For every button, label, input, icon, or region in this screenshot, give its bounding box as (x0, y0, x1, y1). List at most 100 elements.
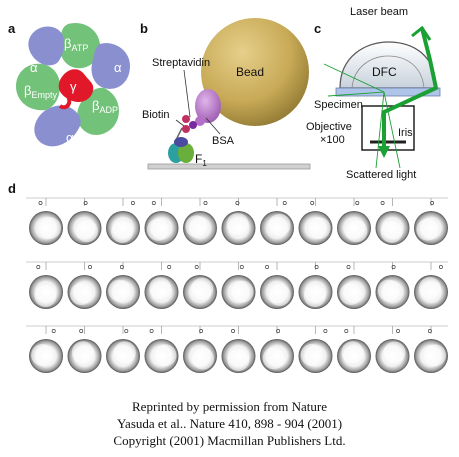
frame-marker (310, 201, 315, 205)
streptavidin-leader (183, 69, 191, 118)
bead-frame-highlight (423, 344, 446, 367)
bead-frame-highlight (146, 218, 169, 241)
frame-marker (199, 329, 204, 333)
frame-marker (83, 201, 88, 205)
frame-marker (282, 201, 287, 205)
label-alpha-bottom: α (66, 130, 74, 145)
frame-marker (149, 329, 154, 333)
bead-frame-highlight (339, 283, 362, 306)
panel-letter-d: d (8, 181, 16, 196)
frame-marker (276, 329, 281, 333)
scattered-ray-1 (323, 63, 385, 93)
bead-frame-highlight (75, 220, 98, 243)
frame-marker (427, 329, 432, 333)
bead-frame-highlight (380, 220, 403, 243)
streptavidin-dot-1 (182, 115, 190, 123)
label-magnification: ×100 (320, 134, 345, 146)
panel-b: b Bead BSA Streptavidin Biotin F1 (140, 18, 311, 170)
caption-line-1: Reprinted by permission from Nature (132, 399, 327, 414)
bsa-blob (195, 116, 205, 126)
frame-marker (346, 265, 351, 269)
bead-frame-highlight (113, 341, 136, 364)
bead-frame-highlight (108, 279, 131, 302)
bead-frame-highlight (185, 215, 208, 238)
frame-marker (203, 201, 208, 205)
label-objective: Objective (306, 121, 352, 133)
label-alpha-left: α (30, 60, 38, 75)
frame-marker (323, 329, 328, 333)
frame-marker (430, 201, 435, 205)
bead-frame-highlight (300, 343, 323, 366)
bead-frame-highlight (262, 347, 285, 370)
caption-line-2: Yasuda et al.. Nature 410, 898 - 904 (20… (116, 416, 343, 431)
panel-d: d (8, 181, 448, 373)
gamma-tail (58, 95, 72, 110)
label-laser-beam: Laser beam (350, 6, 408, 18)
bead-frame-highlight (31, 343, 54, 366)
beta-empty-subunit (16, 63, 60, 111)
specimen-slide (335, 87, 441, 97)
bead-image-sequence (26, 197, 448, 373)
bead-frame-highlight (70, 283, 93, 306)
frame-marker (38, 201, 43, 205)
bead-frame-highlight (345, 220, 368, 243)
bead-frame-highlight (226, 213, 249, 236)
frame-marker (151, 201, 156, 205)
f1-part-blue (174, 137, 188, 147)
label-beta-adp: βADP (92, 98, 118, 115)
label-biotin: Biotin (142, 109, 170, 121)
label-bead: Bead (236, 65, 264, 79)
frame-marker (235, 201, 240, 205)
label-specimen: Specimen (314, 99, 363, 111)
frame-marker (239, 265, 244, 269)
streptavidin-dot-3 (182, 125, 190, 133)
scattered-ray-3 (375, 91, 385, 169)
bead-frame-highlight (268, 283, 291, 306)
gamma-subunit (58, 69, 94, 102)
dfc-inner (351, 55, 425, 89)
alpha-subunit-bottom (34, 105, 81, 147)
label-alpha-right: α (114, 60, 122, 75)
label-beta-atp: βATP (64, 36, 88, 53)
panel-a: a βATP α α βEmpty βADP α γ (8, 21, 130, 147)
panel-letter-c: c (314, 21, 321, 36)
frame-marker (265, 265, 270, 269)
label-beta-empty: βEmpty (24, 83, 57, 100)
alpha-subunit-left (28, 26, 65, 66)
frame-marker (231, 329, 235, 333)
bead-frame-highlight (416, 218, 439, 241)
bsa-leader (205, 117, 221, 135)
laser-down-arrowhead (378, 146, 390, 158)
bead-frame-highlight (149, 277, 172, 300)
bead-frame-highlight (227, 348, 250, 371)
frame-marker (130, 201, 135, 205)
frame-marker (344, 329, 349, 333)
panel-letter-b: b (140, 21, 148, 36)
laser-beam-arrowhead (411, 25, 432, 41)
caption-line-3: Copyright (2001) Macmillan Publishers Lt… (113, 433, 346, 448)
bead-frame-highlight (303, 284, 326, 307)
bead-frame-highlight (71, 341, 94, 364)
glass-surface (147, 163, 311, 170)
alpha-subunit-right (91, 43, 130, 89)
frame-marker (380, 201, 385, 205)
frame-marker (194, 265, 199, 269)
panel-letter-a: a (8, 21, 16, 36)
bead-frame-highlight (268, 213, 291, 236)
label-scattered-light: Scattered light (346, 169, 416, 181)
bead-frame-highlight (192, 347, 215, 370)
beta-atp-subunit (59, 22, 101, 69)
bead-frame-highlight (191, 277, 214, 300)
frame-marker (167, 265, 172, 269)
bead-frame-highlight (377, 279, 400, 302)
bead-frame-highlight (383, 341, 406, 364)
streptavidin-dot-2 (189, 121, 197, 129)
bead-frame-highlight (39, 217, 61, 239)
bead-frame-highlight (154, 344, 177, 367)
frame-marker (124, 329, 129, 333)
frame-marker (438, 265, 443, 269)
frame-marker (119, 265, 124, 269)
bead-frame-highlight (418, 277, 441, 300)
label-gamma: γ (70, 79, 77, 94)
